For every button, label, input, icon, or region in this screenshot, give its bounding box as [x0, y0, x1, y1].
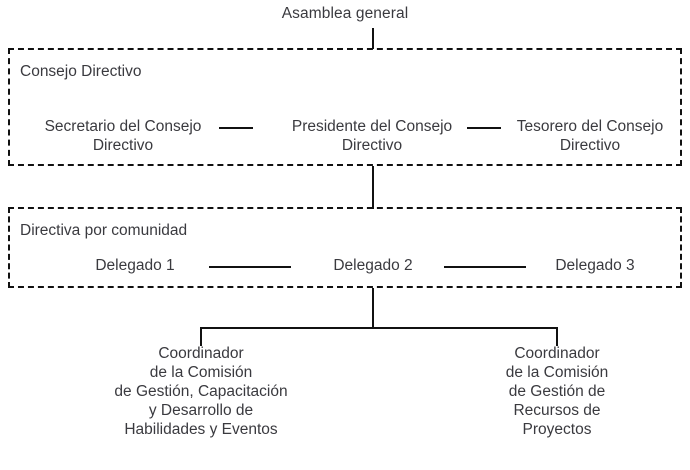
node-tesorero-line-2: Directivo [559, 137, 621, 154]
coordinador-der-line-2: de la Comisión [505, 364, 609, 381]
connector-secretario-presidente [219, 127, 253, 129]
coordinador-der-line-5: Proyectos [522, 421, 592, 438]
connector-delegado2-delegado3 [444, 266, 526, 268]
coordinador-izq-line-3: de Gestión, Capacitación [114, 383, 288, 400]
node-secretario-line-2: Directivo [92, 137, 154, 154]
node-coordinador-gestion-capacitacion: Coordinador de la Comisión de Gestión, C… [80, 344, 322, 439]
node-tesorero-del-consejo-directivo: Tesorero del Consejo Directivo [495, 117, 685, 155]
coordinador-der-line-4: Recursos de [513, 402, 601, 419]
node-asamblea-general: Asamblea general [281, 5, 409, 22]
node-presidente-del-consejo-directivo: Presidente del Consejo Directivo [252, 117, 492, 155]
node-secretario-del-consejo-directivo: Secretario del Consejo Directivo [8, 117, 238, 155]
node-coordinador-gestion-recursos: Coordinador de la Comisión de Gestión de… [448, 344, 666, 439]
group-box-consejo-directivo [8, 48, 682, 166]
group-label-directiva-por-comunidad: Directiva por comunidad [20, 222, 188, 239]
node-delegado-1: Delegado 1 [95, 257, 175, 274]
coordinador-izq-line-2: de la Comisión [149, 364, 253, 381]
node-presidente-line-1: Presidente del Consejo [291, 118, 453, 135]
connector-asamblea-to-consejo [372, 28, 374, 49]
node-presidente-line-2: Directivo [341, 137, 403, 154]
coordinador-izq-line-4: y Desarrollo de [148, 402, 254, 419]
coordinador-izq-line-1: Coordinador [158, 345, 244, 362]
connector-consejo-to-directiva [372, 166, 374, 209]
group-label-consejo-directivo: Consejo Directivo [20, 63, 142, 80]
connector-delegado1-delegado2 [209, 266, 291, 268]
node-delegado-3: Delegado 3 [555, 257, 635, 274]
connector-bar-to-coordinador-izquierda [200, 327, 202, 346]
connector-presidente-tesorero [467, 127, 501, 129]
node-secretario-line-1: Secretario del Consejo [44, 118, 202, 135]
coordinador-der-line-3: de Gestión de [508, 383, 606, 400]
coordinador-izq-line-5: Habilidades y Eventos [124, 421, 278, 438]
connector-coordinadores-bar [200, 327, 558, 329]
group-box-directiva-por-comunidad [8, 207, 682, 288]
node-delegado-2: Delegado 2 [333, 257, 413, 274]
coordinador-der-line-1: Coordinador [514, 345, 600, 362]
node-tesorero-line-1: Tesorero del Consejo [516, 118, 664, 135]
connector-bar-to-coordinador-derecha [556, 327, 558, 346]
connector-directiva-to-coordinadores [372, 288, 374, 329]
